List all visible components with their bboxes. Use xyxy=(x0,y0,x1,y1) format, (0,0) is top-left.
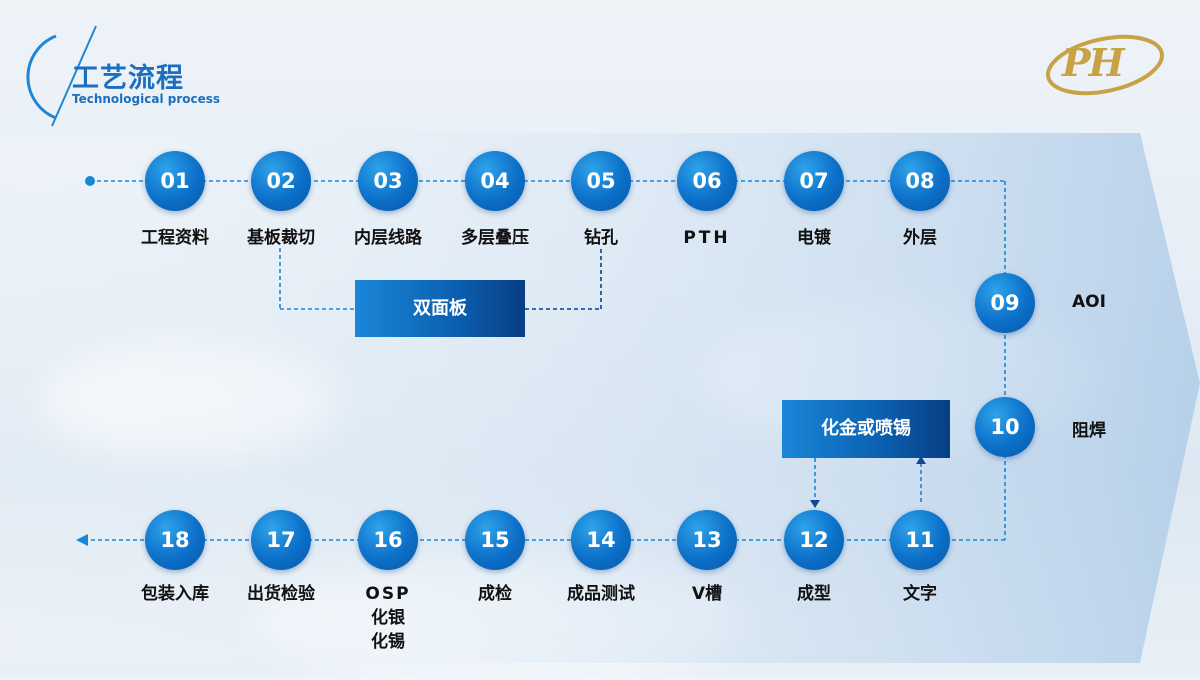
step-label-12: 成型 xyxy=(759,582,869,606)
step-label-16: OSP 化银 化锡 xyxy=(333,582,443,654)
step-label-13: V槽 xyxy=(652,582,762,606)
step-node-04: 04 xyxy=(465,151,525,211)
step-label-18: 包装入库 xyxy=(120,582,230,606)
step-label-17: 出货检验 xyxy=(226,582,336,606)
step-label-06: PTH xyxy=(652,226,762,250)
step-label-15: 成检 xyxy=(440,582,550,606)
step-label-02: 基板裁切 xyxy=(226,226,336,250)
step-node-08: 08 xyxy=(890,151,950,211)
step-node-03: 03 xyxy=(358,151,418,211)
step-node-17: 17 xyxy=(251,510,311,570)
step-label-07: 电镀 xyxy=(759,226,869,250)
step-label-04: 多层叠压 xyxy=(440,226,550,250)
step-node-11: 11 xyxy=(890,510,950,570)
step-node-05: 05 xyxy=(571,151,631,211)
step-label-16-line3: 化锡 xyxy=(333,630,443,654)
step-node-14: 14 xyxy=(571,510,631,570)
step-node-16: 16 xyxy=(358,510,418,570)
step-label-11: 文字 xyxy=(865,582,975,606)
double-sided-board-box: 双面板 xyxy=(355,280,525,337)
surface-finish-box: 化金或喷锡 xyxy=(782,400,950,458)
step-label-16-line1: OSP xyxy=(333,582,443,606)
step-label-08: 外层 xyxy=(865,226,975,250)
step-node-09: 09 xyxy=(975,273,1035,333)
step-label-10: 阻焊 xyxy=(1072,416,1106,441)
step-node-06: 06 xyxy=(677,151,737,211)
step-label-03: 内层线路 xyxy=(333,226,443,250)
step-node-15: 15 xyxy=(465,510,525,570)
step-label-09: AOI xyxy=(1072,292,1106,312)
step-node-13: 13 xyxy=(677,510,737,570)
step-node-18: 18 xyxy=(145,510,205,570)
step-node-01: 01 xyxy=(145,151,205,211)
step-label-01: 工程资料 xyxy=(120,226,230,250)
step-node-02: 02 xyxy=(251,151,311,211)
step-node-07: 07 xyxy=(784,151,844,211)
step-label-14: 成品测试 xyxy=(546,582,656,606)
step-node-10: 10 xyxy=(975,397,1035,457)
step-label-05: 钻孔 xyxy=(546,226,656,250)
step-label-16-line2: 化银 xyxy=(333,606,443,630)
step-node-12: 12 xyxy=(784,510,844,570)
